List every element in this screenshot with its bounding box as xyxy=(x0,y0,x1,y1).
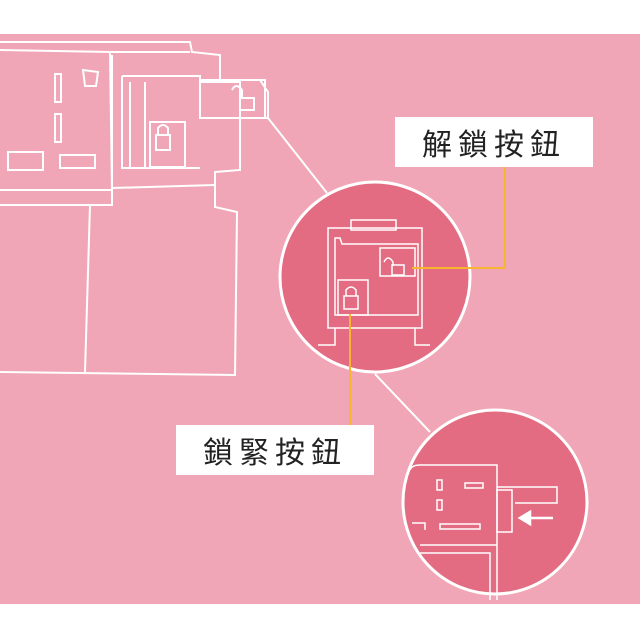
unlock-callout-line xyxy=(412,167,506,269)
connector-line xyxy=(267,117,328,194)
connector-line xyxy=(374,373,431,433)
lock-button-label: 鎖緊按鈕 xyxy=(176,425,374,475)
side-closeup xyxy=(409,464,558,600)
unlock-button-label: 解鎖按鈕 xyxy=(395,117,593,167)
button-panel-closeup xyxy=(318,219,430,346)
appliance-line-art xyxy=(0,41,269,377)
arrow-left-icon xyxy=(517,509,553,527)
zoom-circle-buttons xyxy=(278,180,472,374)
zoom-circle-side xyxy=(401,408,589,596)
